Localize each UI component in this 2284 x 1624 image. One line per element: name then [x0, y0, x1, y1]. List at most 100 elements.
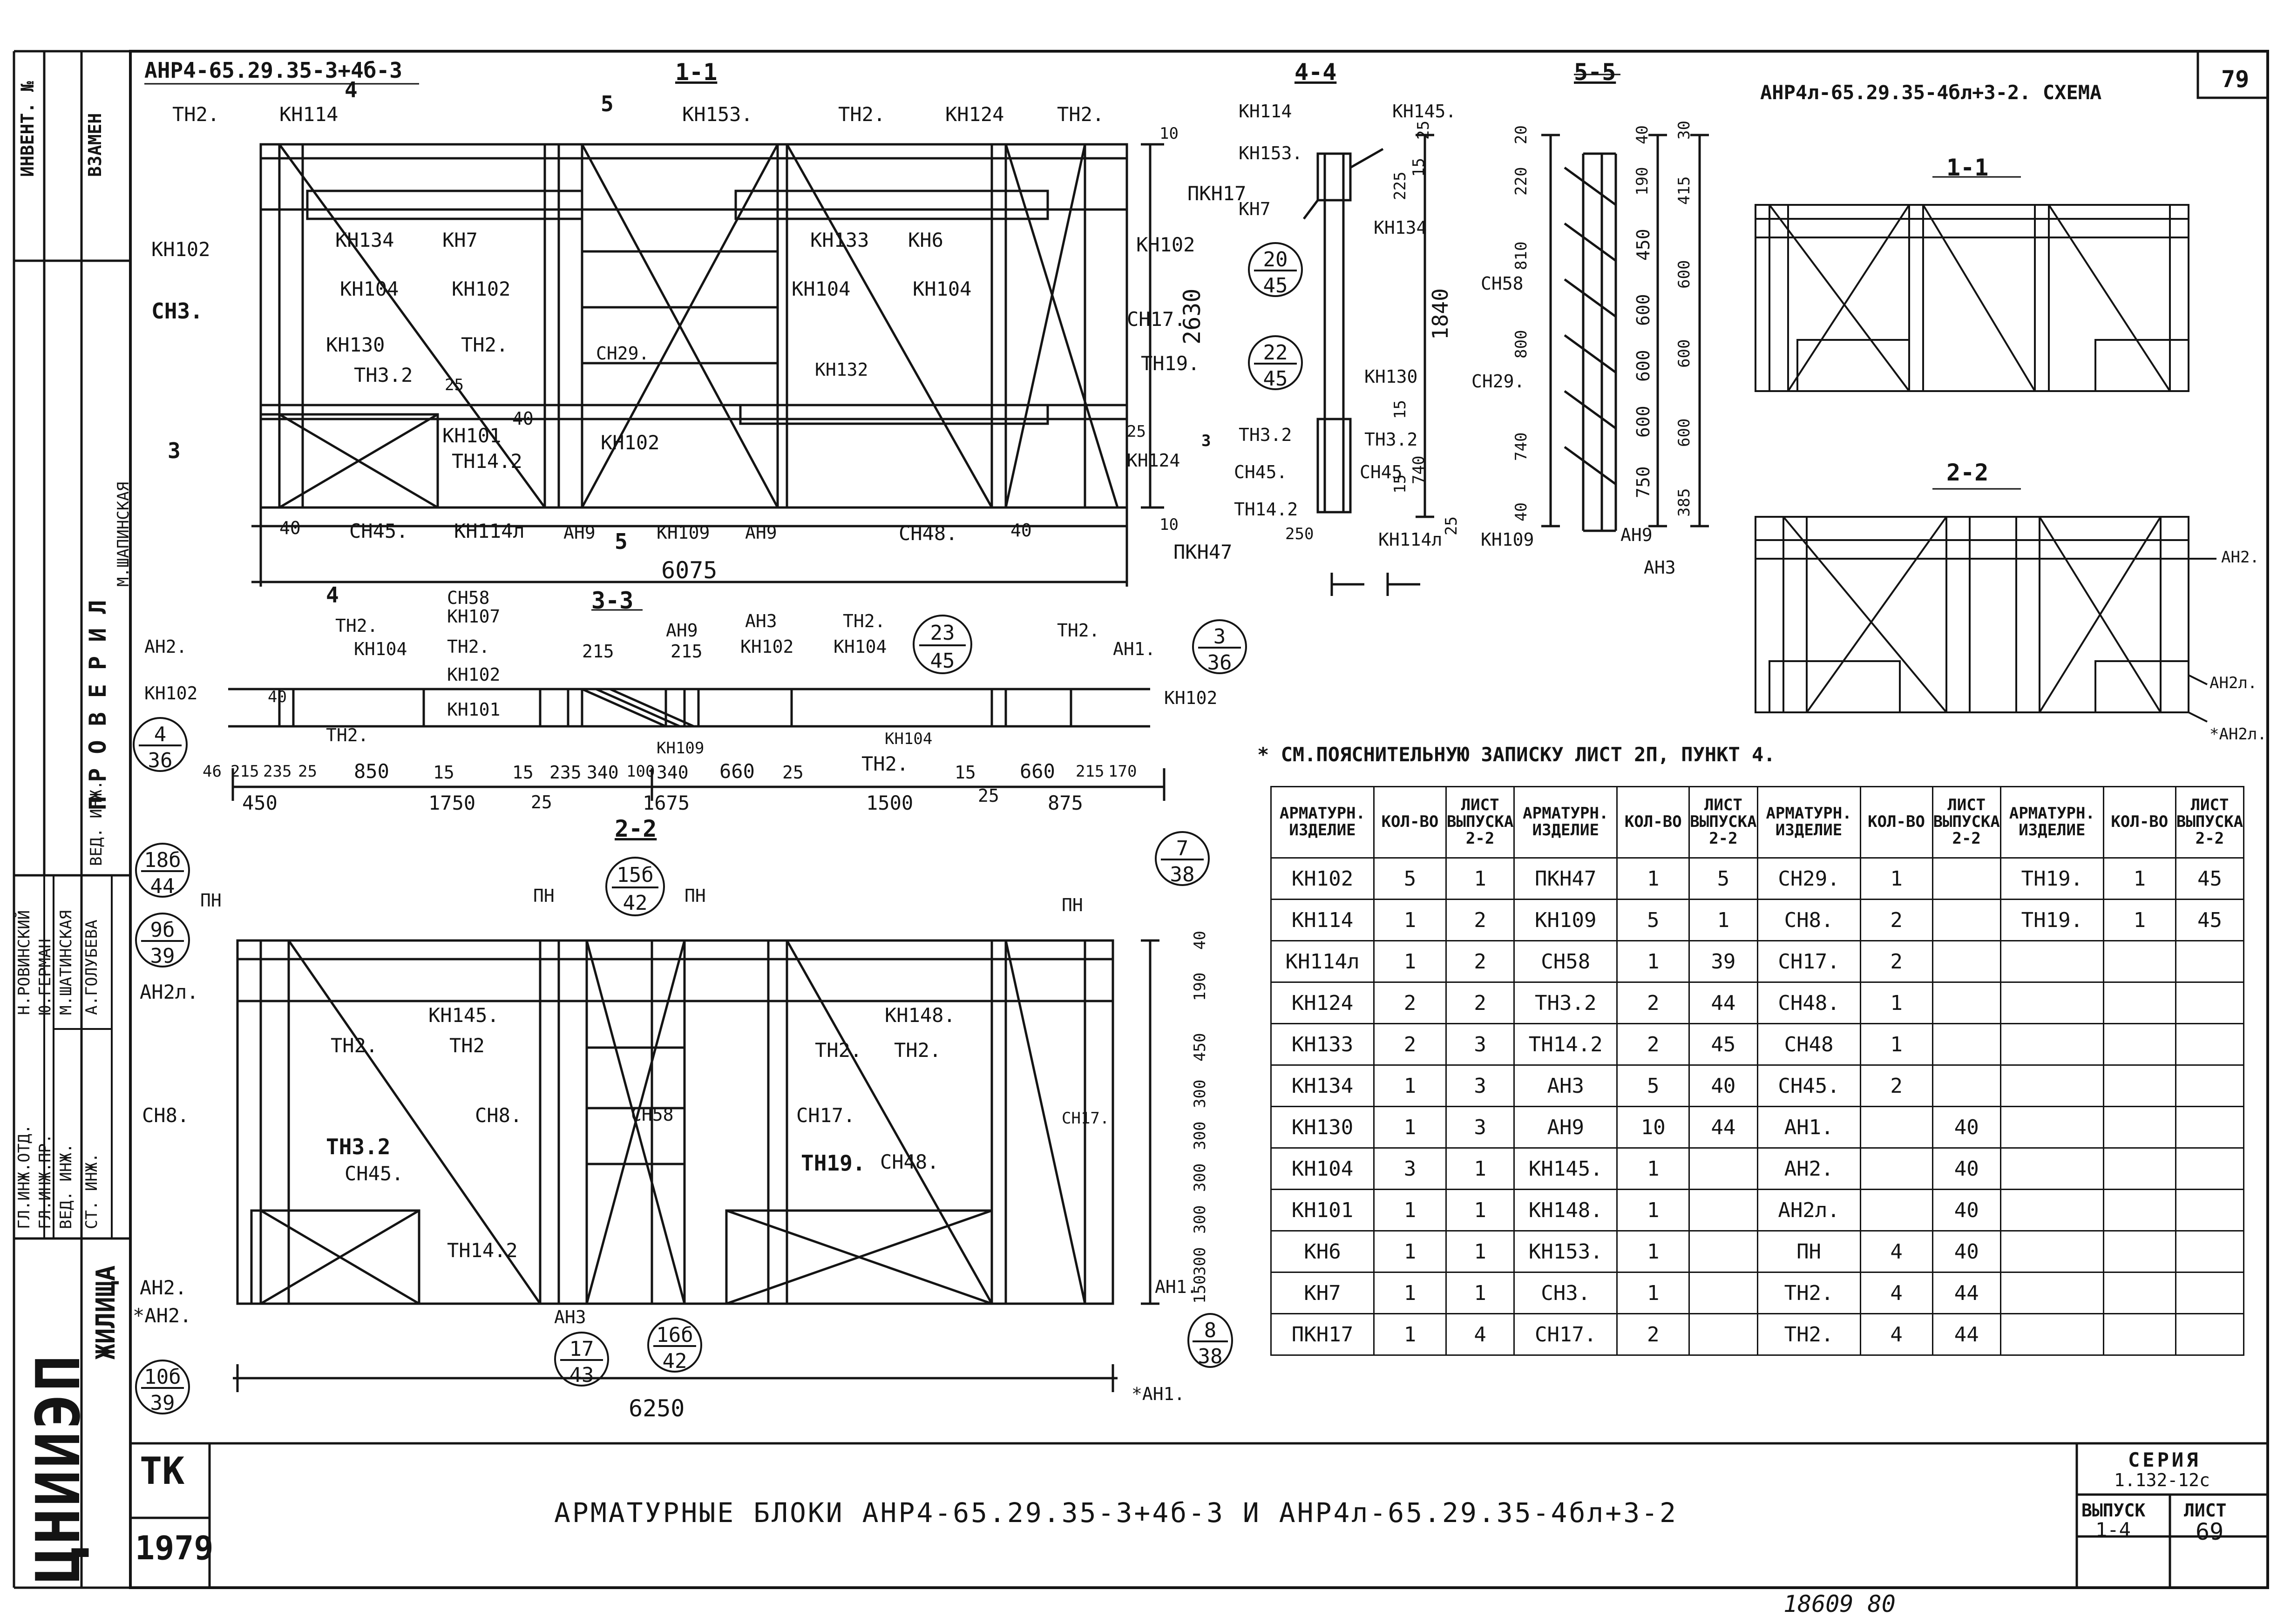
header-cell: АРМАТУРН. ИЗДЕЛИЕ — [1513, 786, 1618, 859]
eb-an1: АН1. — [1155, 1277, 1198, 1297]
s44-kn114l: КН114л — [1378, 529, 1443, 550]
p33-dim-1750: 1750 — [428, 792, 476, 814]
p33-dim-235: 235 — [263, 762, 292, 781]
section-label-4-4: 4-4 — [1294, 59, 1337, 86]
s55-dim-740: 740 — [1512, 432, 1531, 461]
label-kn104: КН104 — [792, 277, 851, 300]
table-cell — [1999, 1064, 2104, 1107]
s55-dim-40: 40 — [1633, 125, 1652, 144]
p33-dim-340: 340 — [657, 762, 689, 783]
table-cell — [1688, 1189, 1758, 1232]
seria-label: СЕРИЯ — [2128, 1448, 2201, 1471]
name-2: Ю.ГЕРМАН — [36, 939, 54, 1015]
table-cell: 44 — [1932, 1272, 2001, 1314]
label-kn124: КН124 — [945, 103, 1004, 126]
table-cell — [1999, 1023, 2104, 1066]
eb-sn58: СН58 — [631, 1104, 674, 1125]
s44-tn3-2: ТН3.2 — [1239, 425, 1292, 445]
label-kn109: КН109 — [657, 522, 710, 543]
table-cell: 1 — [1445, 1272, 1515, 1314]
dim-10: 10 — [1159, 515, 1179, 534]
p33-tn2: ТН2. — [326, 725, 369, 745]
label-pkn47: ПКН47 — [1173, 541, 1233, 563]
table-cell: 1 — [1373, 899, 1447, 941]
s44-dim-15: 15 — [1391, 400, 1410, 419]
label-sn3: СН3. — [151, 298, 203, 324]
schema-label-1-1: 1-1 — [1946, 154, 1989, 181]
table-cell — [2102, 1272, 2176, 1314]
table-cell — [2175, 940, 2245, 983]
role-2: ГЛ.ИНЖ.ПР. — [36, 1134, 54, 1229]
table-cell: 2 — [1445, 981, 1515, 1024]
p33-dim-340: 340 — [587, 762, 619, 783]
label-sn45: СН45. — [349, 520, 408, 542]
s55-dim-415: 415 — [1675, 176, 1694, 205]
eb-dim-300: 300 — [1191, 1247, 1209, 1276]
eb-pn: ПН — [533, 886, 555, 906]
specification-table: АРМАТУРН. ИЗДЕЛИЕ КОЛ-ВО ЛИСТ ВЫПУСКА 2-… — [1270, 786, 2245, 1356]
p33-dim-25: 25 — [298, 762, 317, 781]
table-cell — [1859, 1147, 1933, 1190]
section-cut-5: 5 — [601, 91, 614, 116]
eb-sn45: СН45. — [345, 1162, 404, 1185]
table-cell: КН6 — [1270, 1230, 1375, 1273]
s55-dim-600: 600 — [1633, 294, 1654, 326]
table-cell: 39 — [1688, 940, 1758, 983]
table-cell — [1932, 857, 2001, 900]
label-tn2: ТН2. — [172, 103, 220, 126]
table-cell — [1999, 1230, 2104, 1273]
table-cell — [2175, 1064, 2245, 1107]
table-cell — [2102, 1106, 2176, 1149]
table-cell: ТН19. — [1999, 857, 2104, 900]
header-cell: АРМАТУРН. ИЗДЕЛИЕ — [1756, 786, 1861, 859]
p33-dim-15: 15 — [433, 762, 454, 783]
table-cell: 5 — [1688, 857, 1758, 900]
seria-value: 1.132-12с — [2114, 1470, 2210, 1490]
eb-an2-star: *АН2. — [133, 1304, 192, 1327]
table-cell: 1 — [1445, 1230, 1515, 1273]
table-cell: 45 — [2175, 857, 2245, 900]
label-kn102: КН102 — [601, 431, 660, 454]
p33-an1: АН1. — [1113, 639, 1156, 659]
eb-tn19: ТН19. — [801, 1150, 866, 1176]
s44-kn145: КН145. — [1392, 101, 1457, 122]
table-cell: СН48 — [1756, 1023, 1861, 1066]
table-cell — [1999, 940, 2104, 983]
section-5-5 — [1541, 74, 1709, 532]
table-cell: ТН19. — [1999, 899, 2104, 941]
s55-dim-190: 190 — [1633, 167, 1652, 196]
table-cell: КН114 — [1270, 899, 1375, 941]
extra-role: ВЕД. ИНЖ. — [87, 780, 106, 866]
label-tn19: ТН19. — [1141, 352, 1200, 375]
table-cell: 3 — [1445, 1023, 1515, 1066]
dim-40: 40 — [279, 518, 301, 538]
p33-kn102: КН102 — [740, 636, 794, 657]
frame-border — [129, 50, 2269, 1589]
eb-dim-6250: 6250 — [629, 1395, 685, 1422]
s55-dim-30: 30 — [1675, 121, 1694, 140]
p33-dim-25: 25 — [978, 785, 999, 806]
table-cell — [1999, 1272, 2104, 1314]
table-cell — [2102, 1313, 2176, 1356]
table-cell: АН9 — [1513, 1106, 1618, 1149]
table-cell: КН148. — [1513, 1189, 1618, 1232]
tk-mark: ТК — [140, 1449, 185, 1493]
table-cell: 1 — [1616, 1272, 1690, 1314]
s55-an3: АН3 — [1644, 557, 1676, 578]
table-cell: СН58 — [1513, 940, 1618, 983]
table-cell: СН17. — [1513, 1313, 1618, 1356]
table-cell: 40 — [1932, 1230, 2001, 1273]
table-cell — [1999, 1189, 2104, 1232]
table-cell: СН45. — [1756, 1064, 1861, 1107]
section-cut-5: 5 — [615, 529, 628, 554]
table-cell: 3 — [1373, 1147, 1447, 1190]
table-cell: 1 — [2102, 899, 2176, 941]
s55-dim-600: 600 — [1675, 260, 1694, 289]
table-cell: 1 — [1616, 940, 1690, 983]
